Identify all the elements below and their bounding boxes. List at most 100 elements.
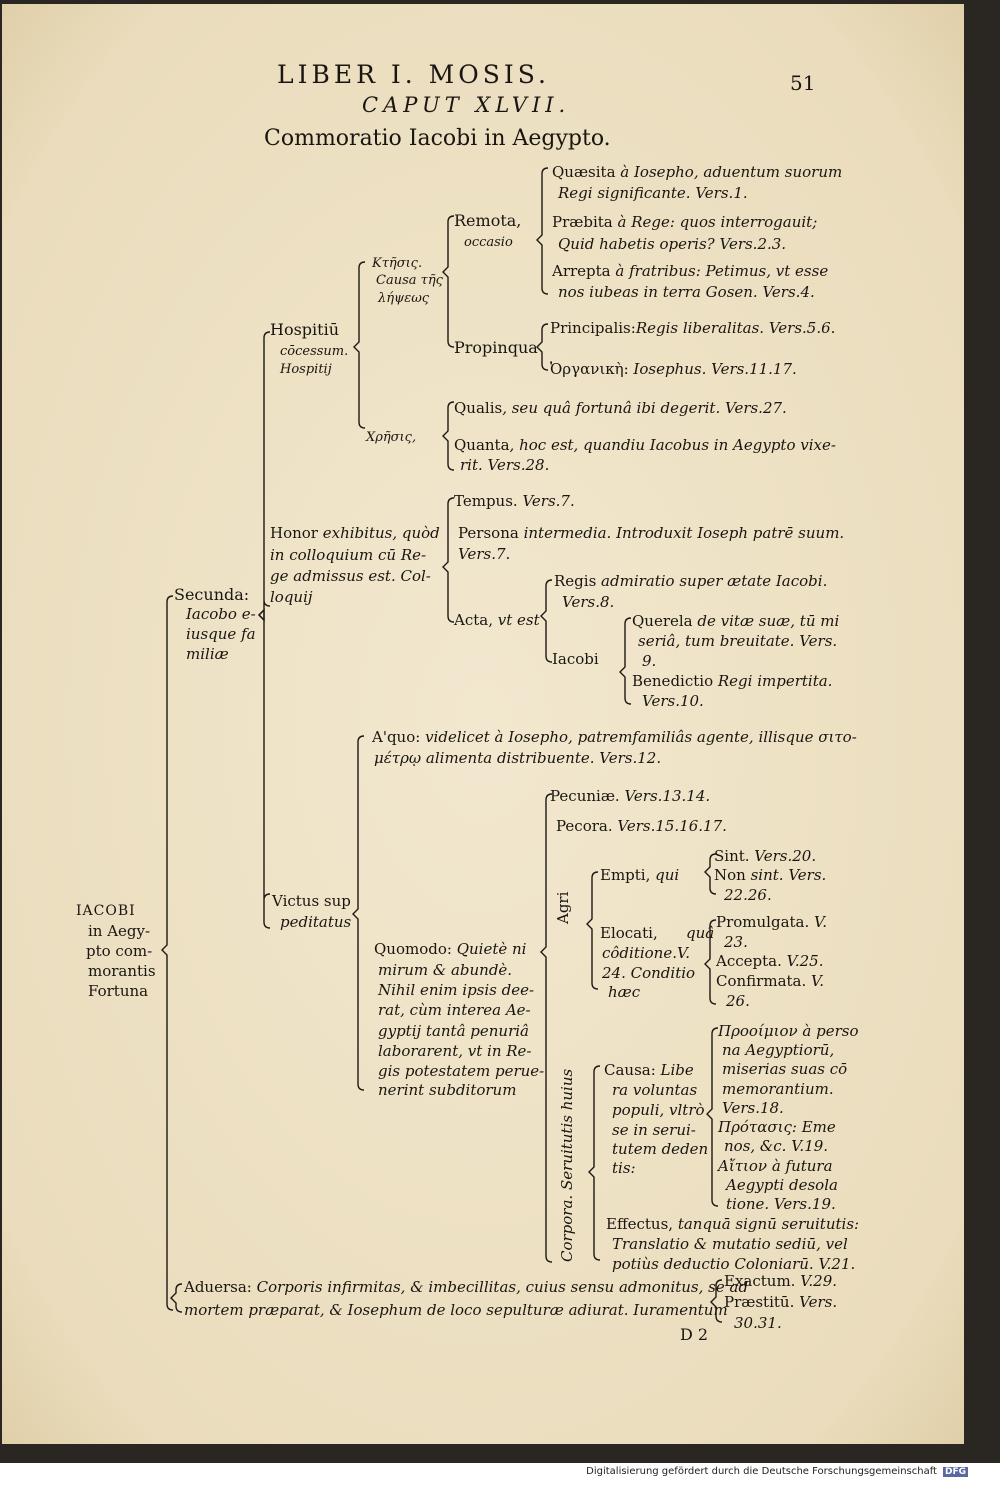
benedictio-head: Benedictio: [632, 672, 714, 690]
remota-label: Remota,: [454, 211, 522, 230]
aition-line-2: Aegypti desola: [726, 1176, 838, 1194]
honor-text: exhibitus, quòd: [317, 524, 440, 542]
victus-sub: peditatus: [280, 913, 352, 931]
page-title: LIBER I. MOSIS.: [277, 60, 550, 89]
prooimion-line-3: miserias suas cō: [722, 1060, 848, 1078]
corpora-label: Corpora. Seruitutis huius: [558, 1068, 576, 1262]
elocati-item-1-cont: 23.: [724, 933, 748, 951]
secunda-sub-1: Iacobo e-: [186, 605, 256, 623]
aduersa-text-2: mortem præparat, & Iosephum de loco sepu…: [184, 1301, 728, 1319]
elocati-item-1-text: V.: [809, 913, 828, 931]
elocati-item-3-text: V.: [806, 972, 824, 990]
acta-head: Acta,: [454, 611, 493, 629]
root-line-2: in Aegy-: [88, 922, 151, 940]
remota-item-2-text: à Rege: quos interrogauit;: [612, 213, 818, 231]
remota-item-3-text: à fratribus: Petimus, vt esse: [610, 262, 829, 280]
page-number: 51: [790, 71, 816, 95]
honor-line-2: in colloquium cū Re-: [270, 546, 427, 564]
prooimion-text: à perso: [797, 1022, 859, 1040]
prooimion-line-4: memorantium.: [722, 1080, 834, 1098]
propinqua-item-1-text: Regis liberalitas. Vers.5.6.: [635, 319, 836, 337]
root-line-4: morantis: [88, 962, 156, 980]
ktesis-2: Causa τῆς: [376, 273, 443, 288]
empti-head: Empti,: [600, 866, 651, 884]
a-quo-head: A'quo:: [372, 728, 421, 746]
pecora-head: Pecora.: [556, 817, 613, 835]
honor-head: Honor: [270, 524, 318, 542]
effectus-text: tanquā signū seruitutis:: [673, 1215, 860, 1233]
quomodo-line-8: nerint subditorum: [378, 1081, 517, 1099]
aition-text: à futura: [767, 1157, 833, 1175]
causa-line-3: populi, vltrò: [612, 1101, 705, 1119]
remota-item-2-cont: Quid habetis operis? Vers.2.3.: [558, 235, 787, 253]
chapter-subtitle: Commoratio Iacobi in Aegypto.: [264, 126, 611, 151]
effectus-head: Effectus,: [606, 1215, 674, 1233]
propinqua-item-2-head: Ὀργανικὴ:: [550, 360, 629, 378]
pecora-text: Vers.15.16.17.: [612, 817, 727, 835]
honor-line-4: loquij: [270, 588, 313, 606]
quomodo-text: Quietè ni: [451, 940, 527, 958]
aduersa-head: Aduersa:: [184, 1278, 252, 1296]
effectus-line-2: Translatio & mutatio sediū, vel: [612, 1235, 848, 1253]
chapter-heading: CAPUT XLVII.: [362, 93, 571, 117]
causa-head: Causa:: [604, 1061, 656, 1079]
empti-item-2-text: sint. Vers.: [745, 866, 827, 884]
elocati-qua: quâ: [686, 924, 715, 942]
pecuniae-text: Vers.13.14.: [619, 787, 711, 805]
footer-text: Digitalisierung gefördert durch die Deut…: [586, 1466, 937, 1477]
chresis-item-2-head: Quanta: [454, 436, 510, 454]
elocati-item-2-text: V.25.: [781, 952, 824, 970]
remota-item-3-head: Arrepta: [552, 262, 611, 280]
regis-text: admiratio super ætate Iacobi.: [596, 572, 828, 590]
chresis-item-1-text: , seu quâ fortunâ ibi degerit. Vers.27.: [502, 399, 787, 417]
hospitium-sub-2: Hospitij: [280, 362, 332, 377]
elocati-item-3-head: Confirmata.: [716, 972, 807, 990]
causa-line-2: ra voluntas: [612, 1081, 698, 1099]
elocati-item-1-head: Promulgata.: [716, 913, 810, 931]
root-line-3: pto com-: [86, 942, 153, 960]
aition-head: Αἴτιον: [718, 1157, 768, 1175]
remota-item-3-cont: nos iubeas in terra Gosen. Vers.4.: [558, 283, 815, 301]
quomodo-line-6: laborarent, vt in Re-: [378, 1042, 532, 1060]
book-page: LIBER I. MOSIS. 51 CAPUT XLVII. Commorat…: [2, 4, 964, 1444]
protasis-text: : Eme: [791, 1118, 836, 1136]
elocati-item-2-head: Accepta.: [716, 952, 782, 970]
querela-head: Querela: [632, 612, 693, 630]
hospitium-label: Hospitiū: [270, 320, 340, 339]
a-quo-cont: μέτρῳ alimenta distribuente. Vers.12.: [374, 749, 662, 767]
quomodo-line-7: gis potestatem perue-: [378, 1062, 545, 1080]
empti-item-1-head: Sint.: [714, 847, 750, 865]
persona-head: Persona: [458, 524, 519, 542]
remota-item-2-head: Præbita: [552, 213, 613, 231]
causa-line-5: tutem deden: [612, 1140, 709, 1158]
benedictio-text: Regi impertita.: [713, 672, 833, 690]
empti-text: qui: [650, 866, 680, 884]
aduersa-item-1-text: V.29.: [795, 1272, 838, 1290]
elocati-line-4: hæc: [608, 983, 641, 1001]
chresis-label: Χρῆσις,: [366, 430, 417, 445]
aition-line-3: tione. Vers.19.: [726, 1195, 836, 1213]
protasis-cont: nos, &c. V.19.: [724, 1137, 829, 1155]
quomodo-line-3: Nihil enim ipsis dee-: [378, 981, 535, 999]
empti-item-1-text: Vers.20.: [749, 847, 817, 865]
elocati-line-3: 24. Conditio: [602, 964, 696, 982]
aduersa-item-3: 30.31.: [734, 1314, 782, 1332]
prooimion-line-5: Vers.18.: [722, 1099, 784, 1117]
remota-item-1-text: à Iosepho, aduentum suorum: [615, 163, 843, 181]
causa-line-6: tis:: [612, 1159, 636, 1177]
querela-cont-2: 9.: [642, 652, 657, 670]
tempus-head: Tempus.: [454, 492, 518, 510]
elocati-head: Elocati,: [600, 924, 658, 942]
propinqua-item-2-text: Iosephus. Vers.11.17.: [633, 360, 797, 378]
benedictio-cont: Vers.10.: [642, 692, 704, 710]
tree-braces: [161, 167, 723, 1323]
chresis-item-2-text: , hoc est, quandiu Iacobus in Aegypto vi…: [509, 436, 836, 454]
elocati-line-2: côditione.V.: [602, 944, 690, 962]
root-line-5: Fortuna: [88, 982, 149, 1000]
querela-text: de vitæ suæ, tū mi: [692, 612, 840, 630]
ktesis-3: λήψεως: [378, 291, 430, 306]
ktesis-1: Κτῆσις.: [372, 256, 423, 271]
chresis-item-1-head: Qualis: [454, 399, 503, 417]
aduersa-text-1: Corporis infirmitas, & imbecillitas, cui…: [251, 1278, 749, 1296]
quomodo-head: Quomodo:: [374, 940, 452, 958]
